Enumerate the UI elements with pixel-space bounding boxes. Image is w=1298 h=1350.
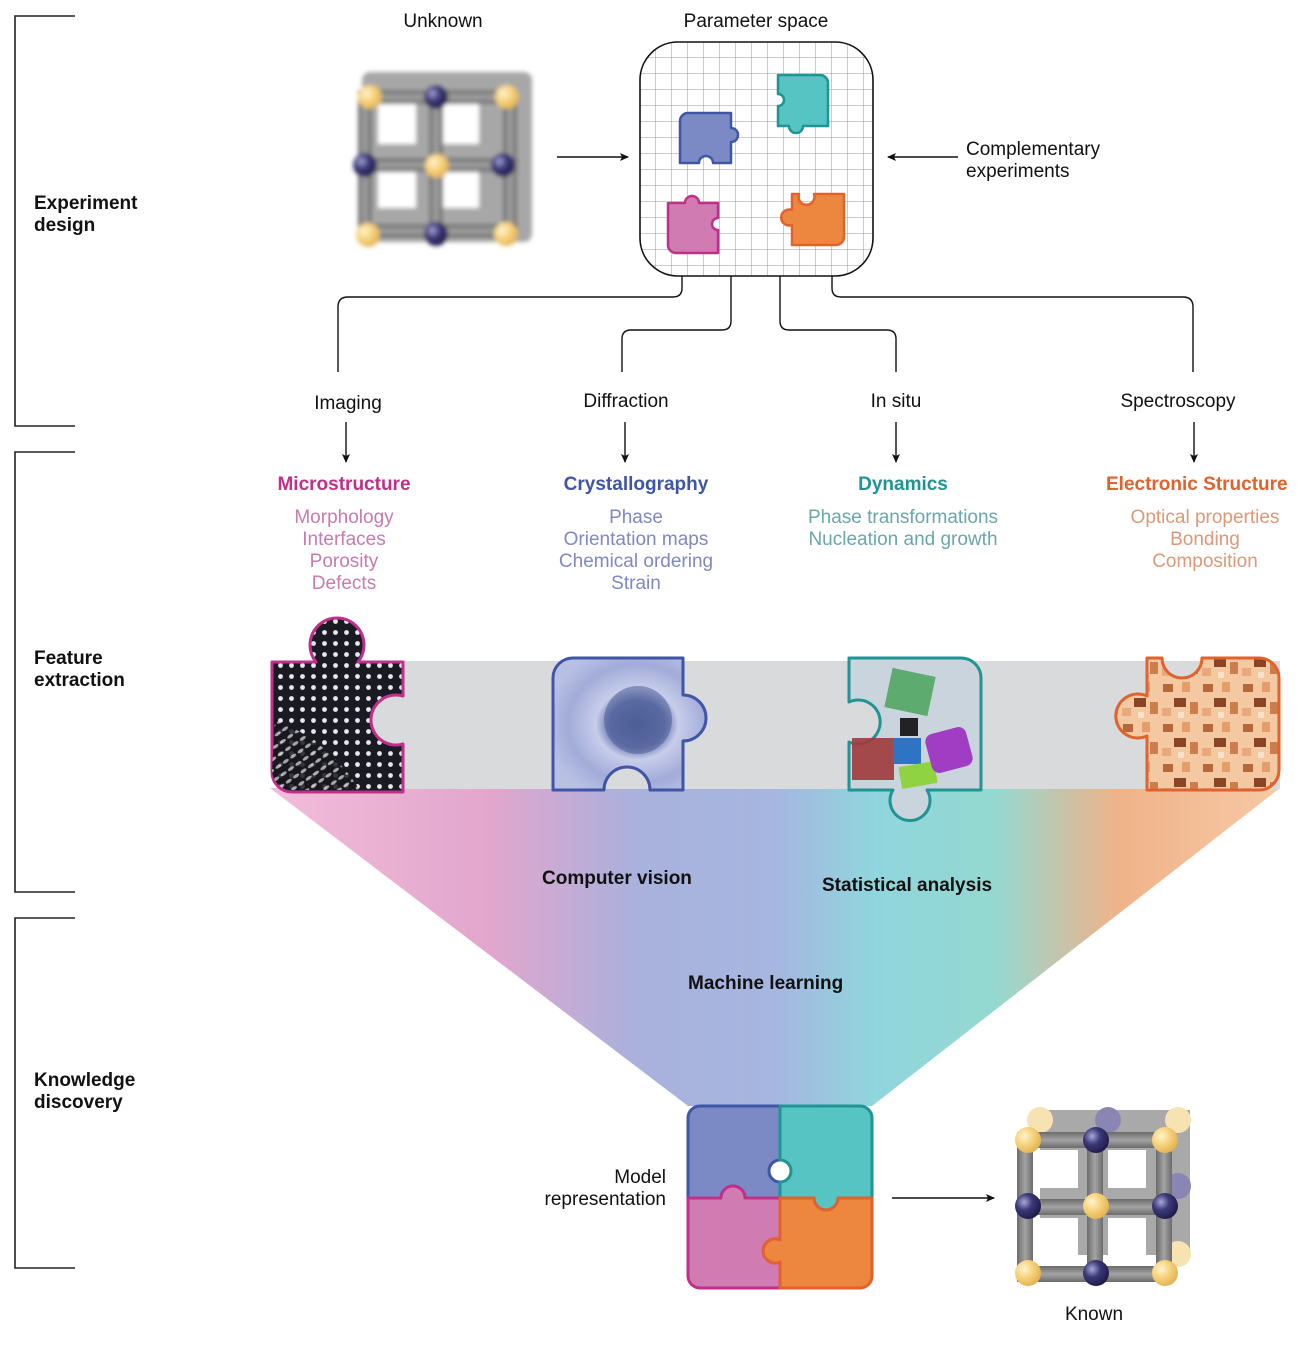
category-items: Phase Orientation maps Chemical ordering… bbox=[558, 507, 714, 594]
technique-spectroscopy: Spectroscopy bbox=[1120, 391, 1236, 412]
category-title: Microstructure bbox=[277, 474, 411, 495]
category-title: Crystallography bbox=[563, 474, 709, 495]
machine-learning-funnel bbox=[270, 788, 1280, 1106]
model-piece-blue bbox=[686, 1104, 782, 1200]
puzzle-piece-dynamics bbox=[847, 656, 983, 822]
category-crystallography: Crystallography Phase Orientation maps C… bbox=[559, 474, 713, 595]
category-dynamics: Dynamics Phase transformations Nucleatio… bbox=[808, 474, 998, 551]
puzzle-piece-magenta-small bbox=[666, 194, 720, 255]
known-lattice-image bbox=[1015, 1107, 1191, 1286]
method-computer-vision: Computer vision bbox=[542, 868, 692, 889]
category-microstructure: Microstructure Morphology Interfaces Por… bbox=[277, 474, 410, 595]
technique-imaging: Imaging bbox=[314, 393, 382, 414]
unknown-lattice-image bbox=[353, 72, 532, 247]
technique-in-situ: In situ bbox=[870, 391, 922, 412]
category-title: Electronic Structure bbox=[1106, 474, 1288, 495]
category-title: Dynamics bbox=[858, 474, 948, 495]
category-electronic-structure: Electronic Structure Optical properties … bbox=[1106, 474, 1298, 573]
technique-diffraction: Diffraction bbox=[583, 391, 669, 412]
model-piece-magenta bbox=[686, 1184, 782, 1290]
known-label: Known bbox=[1064, 1304, 1124, 1325]
category-items: Optical properties Bonding Composition bbox=[1130, 507, 1280, 572]
bracket-knowledge-discovery bbox=[14, 917, 75, 1269]
technique-connectors bbox=[337, 276, 1194, 372]
puzzle-piece-teal-small bbox=[776, 73, 830, 135]
model-piece-orange bbox=[761, 1196, 874, 1290]
model-representation-label: Model representation bbox=[544, 1167, 666, 1210]
bracket-feature-extraction bbox=[14, 451, 75, 893]
puzzle-piece-orange-small bbox=[779, 192, 846, 247]
method-machine-learning: Machine learning bbox=[688, 973, 844, 994]
method-statistical-analysis: Statistical analysis bbox=[822, 875, 993, 896]
stage-knowledge-discovery: Knowledge discovery bbox=[34, 1070, 136, 1113]
puzzle-piece-electronic-structure bbox=[1114, 656, 1281, 792]
puzzle-piece-blue-small bbox=[678, 111, 740, 165]
parameter-space-label: Parameter space bbox=[683, 11, 829, 32]
model-representation-puzzle bbox=[686, 1104, 874, 1290]
puzzle-piece-microstructure bbox=[270, 616, 405, 794]
complementary-experiments-label: Complementary experiments bbox=[966, 139, 1101, 182]
bracket-experiment-design bbox=[14, 15, 75, 427]
unknown-label: Unknown bbox=[403, 11, 483, 32]
category-items: Morphology Interfaces Porosity Defects bbox=[294, 507, 394, 594]
category-items: Phase transformations Nucleation and gro… bbox=[807, 507, 999, 550]
model-piece-teal bbox=[778, 1104, 874, 1212]
stage-feature-extraction: Feature extraction bbox=[34, 648, 125, 691]
stage-experiment-design: Experiment design bbox=[34, 193, 138, 236]
puzzle-piece-crystallography bbox=[551, 656, 708, 792]
